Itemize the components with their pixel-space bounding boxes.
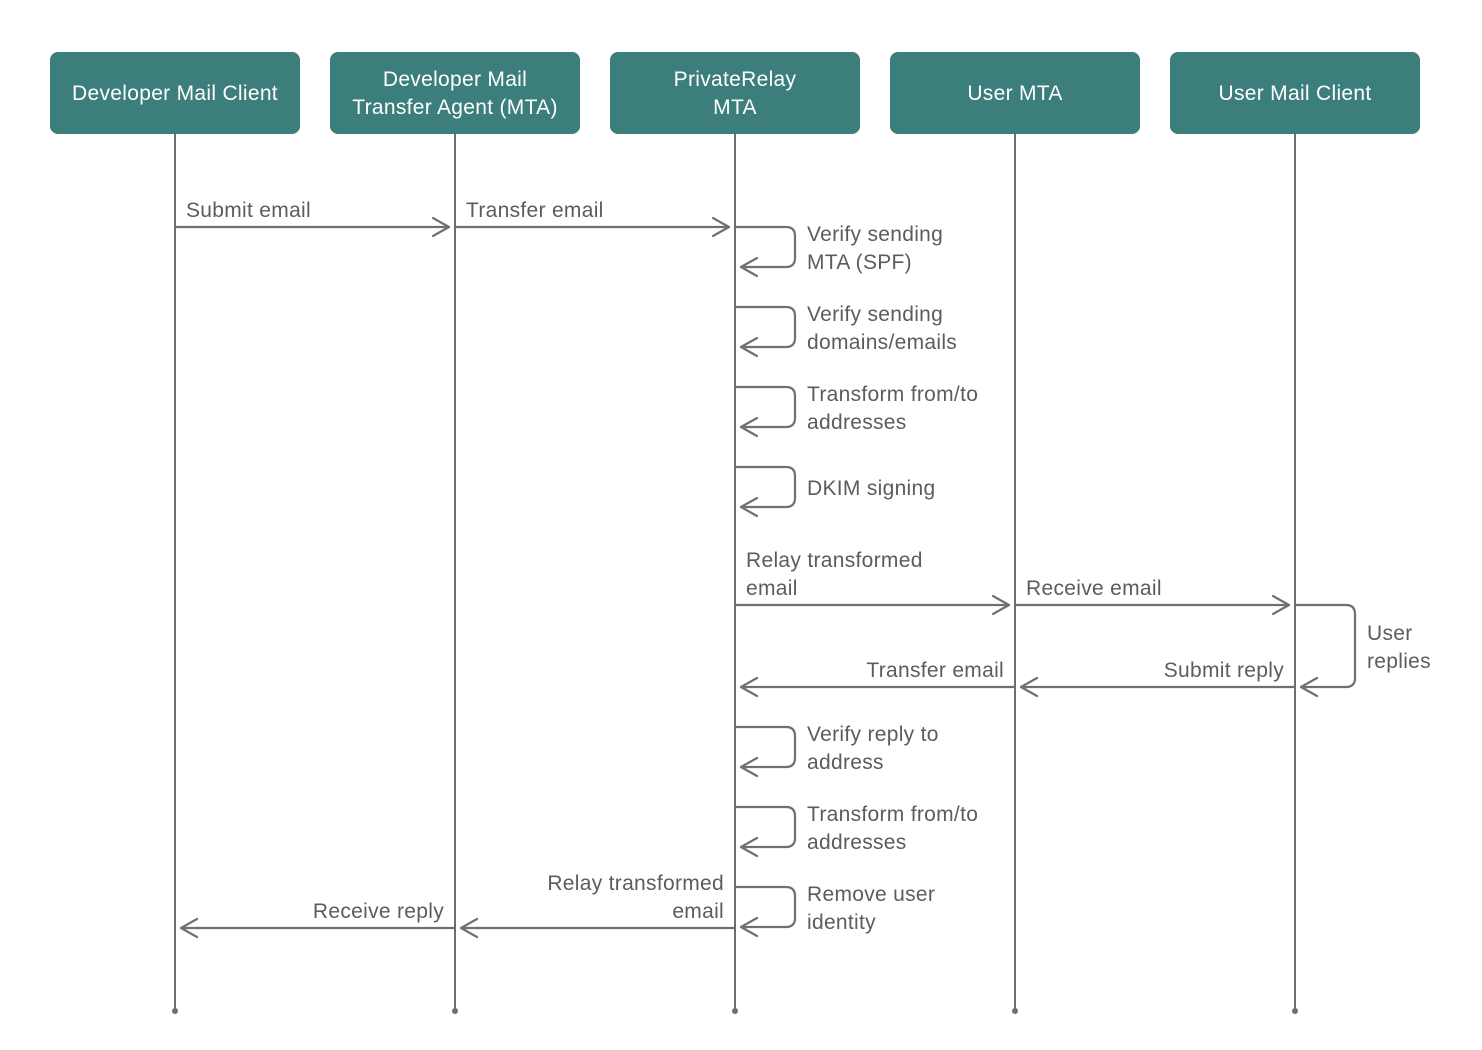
actor-dev-client: Developer Mail Client xyxy=(50,52,300,134)
self-loop xyxy=(733,885,797,929)
actor-box xyxy=(1170,52,1420,134)
arrow-head xyxy=(711,216,731,238)
message-label: Transform from/to xyxy=(807,383,978,406)
message-label: Transform from/to xyxy=(807,803,978,826)
actor-box xyxy=(890,52,1140,134)
message-label: addresses xyxy=(807,831,907,854)
message-11: Verify reply to address xyxy=(733,723,939,778)
message-label: Verify sending xyxy=(807,223,943,246)
actor-label: Developer Mail xyxy=(383,68,527,91)
message-label: email xyxy=(672,900,724,923)
message-label: DKIM signing xyxy=(807,477,935,500)
message-4: Transform from/to addresses xyxy=(733,383,978,438)
lifeline-end-dev-client xyxy=(172,1008,178,1014)
message-1: Transfer email xyxy=(453,199,731,238)
actor-user-mta: User MTA xyxy=(890,52,1140,134)
message-6: Relay transformed email xyxy=(733,549,1011,616)
arrow-head xyxy=(1019,676,1039,698)
actor-label: User MTA xyxy=(967,82,1062,105)
arrow-head xyxy=(991,594,1011,616)
actor-headers: Developer Mail Client Developer MailTrans… xyxy=(50,52,1420,134)
lifeline-end-dev-mta xyxy=(452,1008,458,1014)
message-label: replies xyxy=(1367,650,1431,673)
message-label: addresses xyxy=(807,411,907,434)
message-label: User xyxy=(1367,622,1413,645)
message-14: Relay transformed email xyxy=(459,872,737,939)
actor-label: Transfer Agent (MTA) xyxy=(352,96,558,119)
message-8: User replies xyxy=(1293,603,1431,698)
actor-label: PrivateRelay xyxy=(674,68,797,91)
actor-label: User Mail Client xyxy=(1219,82,1372,105)
self-loop xyxy=(733,805,797,849)
message-label: Relay transformed xyxy=(547,872,724,895)
actor-box xyxy=(330,52,580,134)
message-7: Receive email xyxy=(1013,577,1291,616)
message-12: Transform from/to addresses xyxy=(733,803,978,858)
message-3: Verify sending domains/emails xyxy=(733,303,957,358)
message-label: email xyxy=(746,577,798,600)
message-label: Remove user xyxy=(807,883,935,906)
lifelines xyxy=(172,134,1298,1014)
message-label: Verify sending xyxy=(807,303,943,326)
lifeline-end-user-mta xyxy=(1012,1008,1018,1014)
self-loop xyxy=(733,725,797,769)
message-9: Submit reply xyxy=(1019,659,1297,698)
message-label: Receive reply xyxy=(313,900,444,923)
arrow-head xyxy=(739,676,759,698)
message-5: DKIM signing xyxy=(733,465,935,518)
actor-label: MTA xyxy=(713,96,757,119)
arrow-head xyxy=(739,416,759,438)
self-loop xyxy=(733,465,797,509)
self-loop xyxy=(1293,603,1357,689)
message-label: Relay transformed xyxy=(746,549,923,572)
message-15: Receive reply xyxy=(179,900,457,939)
arrow-head xyxy=(739,496,759,518)
arrow-head xyxy=(431,216,451,238)
actor-box xyxy=(610,52,860,134)
arrow-head xyxy=(1271,594,1291,616)
arrow-head xyxy=(739,756,759,778)
message-label: Transfer email xyxy=(466,199,604,222)
lifeline-end-relay-mta xyxy=(732,1008,738,1014)
actor-user-client: User Mail Client xyxy=(1170,52,1420,134)
actor-box xyxy=(50,52,300,134)
arrow-head xyxy=(1299,676,1319,698)
message-label: identity xyxy=(807,911,876,934)
message-label: Submit reply xyxy=(1164,659,1285,682)
arrow-head xyxy=(739,256,759,278)
arrow-head xyxy=(739,836,759,858)
arrow-head xyxy=(179,917,199,939)
arrow-head xyxy=(739,336,759,358)
message-13: Remove user identity xyxy=(733,883,935,938)
actor-label: Developer Mail Client xyxy=(72,82,278,105)
arrow-head xyxy=(459,917,479,939)
message-label: domains/emails xyxy=(807,331,957,354)
message-label: Submit email xyxy=(186,199,311,222)
message-10: Transfer email xyxy=(739,659,1017,698)
message-label: address xyxy=(807,751,884,774)
lifeline-end-user-client xyxy=(1292,1008,1298,1014)
message-label: MTA (SPF) xyxy=(807,251,912,274)
message-0: Submit email xyxy=(173,199,451,238)
arrow-head xyxy=(739,916,759,938)
message-label: Transfer email xyxy=(866,659,1004,682)
self-loop xyxy=(733,305,797,349)
message-label: Receive email xyxy=(1026,577,1162,600)
self-loop xyxy=(733,225,797,269)
message-label: Verify reply to xyxy=(807,723,939,746)
self-loop xyxy=(733,385,797,429)
